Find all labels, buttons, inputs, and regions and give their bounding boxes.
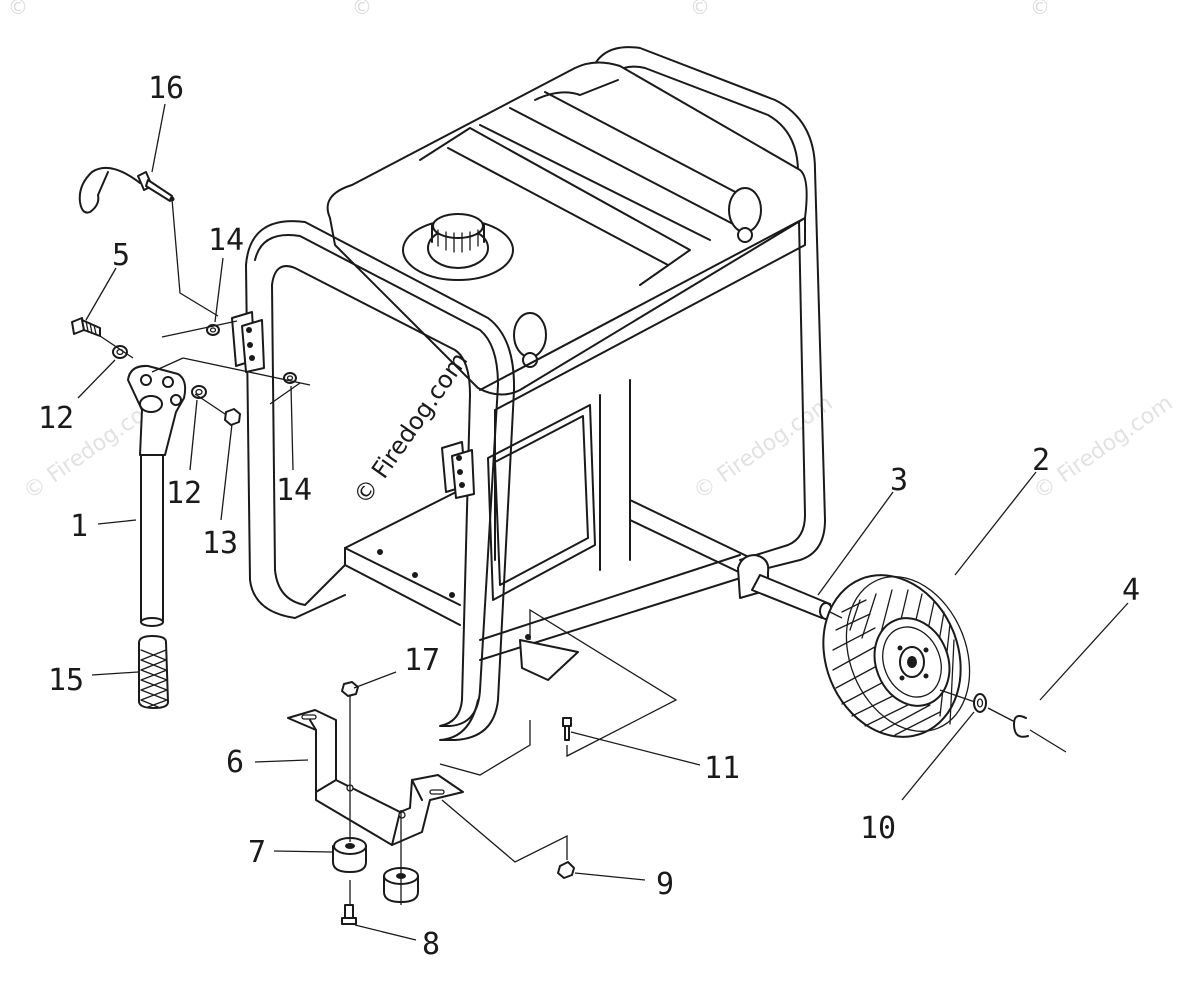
handle-hinge-lower <box>441 441 475 499</box>
tank-rib <box>419 127 691 286</box>
callout-7: 7 <box>248 835 266 870</box>
callout-5: 5 <box>112 238 130 273</box>
mount-channel <box>519 639 579 681</box>
fuel-tank <box>326 61 808 396</box>
side-panel <box>487 404 596 601</box>
side-rail <box>629 519 746 576</box>
bolt-8 <box>341 904 357 925</box>
callout-16: 16 <box>148 71 184 106</box>
callout-12: 12 <box>166 476 202 511</box>
front-frame-loop-outer <box>245 264 346 619</box>
callout-17: 17 <box>404 643 440 678</box>
corner-copyright-mark: © <box>352 0 372 19</box>
bottom-rail <box>344 547 461 606</box>
nut-17 <box>341 681 359 697</box>
corner-copyright-mark: © <box>690 0 710 19</box>
nut-13 <box>224 408 241 426</box>
tank-rib <box>509 107 736 226</box>
callout-labels: 1 2 3 4 5 6 7 8 9 10 11 12 12 13 14 14 1… <box>38 71 1140 962</box>
bracket-slot <box>429 789 445 795</box>
side-panel-inner <box>494 415 589 586</box>
faint-watermark: © Firedog.com <box>1029 391 1177 505</box>
callout-9: 9 <box>656 867 674 902</box>
bolt-5 <box>71 317 101 337</box>
rear-frame-loop-inner <box>609 65 806 561</box>
side-rail <box>629 499 756 561</box>
tank-mount-left <box>513 312 547 358</box>
bracket-hole <box>398 811 406 819</box>
tank-rib <box>479 124 711 241</box>
rear-frame-loop <box>589 46 826 576</box>
callout-12: 12 <box>38 401 74 436</box>
bottom-rail <box>344 484 471 549</box>
corner-copyright-mark: © <box>8 0 28 19</box>
callout-1: 1 <box>70 509 88 544</box>
washer-10 <box>973 693 987 713</box>
rail-hole <box>377 549 383 555</box>
callout-3: 3 <box>890 463 908 498</box>
mount-bracket-assembly <box>287 608 678 925</box>
rail-hole <box>412 572 418 578</box>
wheel <box>822 574 971 738</box>
callout-4: 4 <box>1122 573 1140 608</box>
mount-bracket <box>287 709 464 846</box>
callout-15: 15 <box>48 663 84 698</box>
handle-assembly <box>71 166 311 709</box>
faint-watermark: © Firedog.com <box>689 391 837 505</box>
front-frame-loop-outer <box>245 220 516 741</box>
bolt-icon <box>737 227 753 243</box>
callout-6: 6 <box>226 745 244 780</box>
bracket-slot <box>301 714 317 720</box>
tank-rib <box>447 147 669 266</box>
callout-13: 13 <box>202 526 238 561</box>
callout-11: 11 <box>704 751 740 786</box>
wheel-assembly <box>751 574 1067 753</box>
rail-hole <box>449 592 455 598</box>
rear-rail <box>479 554 741 641</box>
frame-crossbar <box>479 217 806 411</box>
lanyard-pin <box>78 166 175 214</box>
rubber-mount <box>332 837 367 873</box>
tank-rib <box>534 79 619 101</box>
callout-8: 8 <box>422 927 440 962</box>
washer-14 <box>206 324 220 336</box>
handle-grip <box>138 635 169 709</box>
bottom-rail <box>344 547 461 626</box>
handle-tube <box>140 445 164 623</box>
callout-14: 14 <box>208 223 244 258</box>
callout-2: 2 <box>1032 443 1050 478</box>
tank-mount-right <box>728 187 762 233</box>
tank-rib <box>544 91 761 206</box>
corner-copyright-mark: © <box>1030 0 1050 19</box>
handle-hinge-upper <box>231 311 265 373</box>
callout-10: 10 <box>860 811 896 846</box>
e-clip <box>1013 715 1029 738</box>
nut-9 <box>557 861 575 879</box>
callout-leaders <box>77 103 1129 941</box>
fuel-cap <box>402 213 514 281</box>
washer-12 <box>112 345 128 359</box>
generator-assembly <box>231 46 826 741</box>
bolt-11 <box>562 717 572 741</box>
callout-14: 14 <box>276 473 312 508</box>
front-frame-loop <box>254 234 499 727</box>
axle <box>751 574 831 619</box>
